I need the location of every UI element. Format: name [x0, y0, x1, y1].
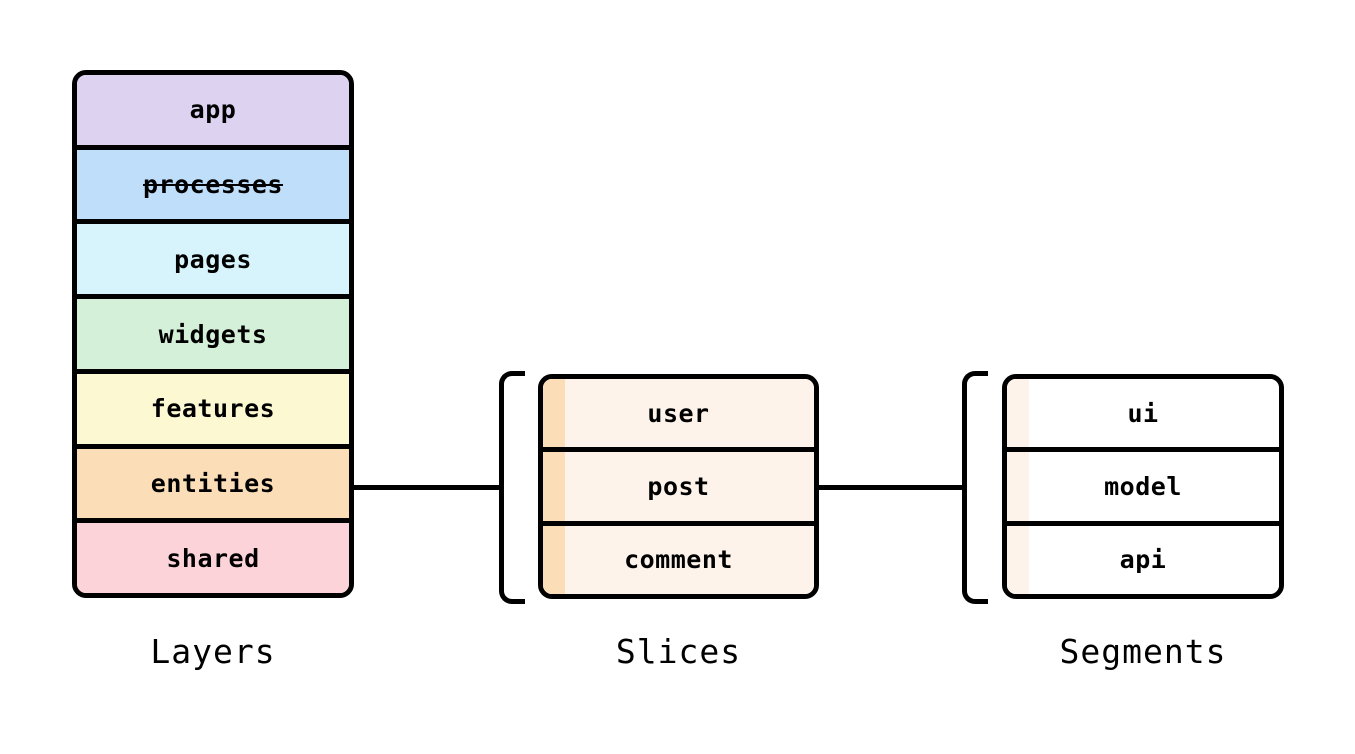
- layer-row-entities[interactable]: entities: [77, 448, 349, 524]
- segment-row-ui[interactable]: ui: [1007, 379, 1279, 453]
- slice-label-post: post: [647, 471, 710, 501]
- slices-stack: user post comment: [538, 374, 819, 599]
- slice-row-user[interactable]: user: [543, 379, 814, 453]
- layer-label-shared: shared: [166, 543, 260, 573]
- segment-row-model[interactable]: model: [1007, 452, 1279, 526]
- slice-stripe-user: [543, 379, 565, 448]
- layer-row-processes[interactable]: processes: [77, 149, 349, 225]
- slice-row-post[interactable]: post: [543, 452, 814, 526]
- layer-label-app: app: [189, 95, 237, 125]
- segments-stack: ui model api: [1002, 374, 1284, 599]
- layer-row-widgets[interactable]: widgets: [77, 299, 349, 374]
- caption-segments: Segments: [1059, 632, 1227, 671]
- caption-layers: Layers: [150, 632, 276, 671]
- segment-label-ui: ui: [1127, 398, 1159, 428]
- layer-label-processes: processes: [143, 170, 283, 200]
- connector-layers-to-slices: [352, 485, 502, 490]
- segment-stripe-ui: [1007, 379, 1029, 448]
- segment-label-api: api: [1119, 545, 1167, 575]
- slice-label-user: user: [647, 398, 710, 428]
- layer-label-widgets: widgets: [158, 319, 268, 349]
- layer-row-features[interactable]: features: [77, 373, 349, 449]
- slice-stripe-post: [543, 452, 565, 521]
- slice-label-comment: comment: [624, 545, 733, 575]
- layer-label-pages: pages: [174, 244, 252, 274]
- segment-label-model: model: [1104, 471, 1182, 501]
- layer-row-shared[interactable]: shared: [77, 523, 349, 593]
- layer-label-features: features: [150, 394, 276, 424]
- layer-label-entities: entities: [150, 468, 276, 498]
- layer-row-app[interactable]: app: [77, 75, 349, 150]
- segment-row-api[interactable]: api: [1007, 525, 1279, 594]
- segment-stripe-api: [1007, 525, 1029, 594]
- segments-bracket: [962, 371, 988, 604]
- caption-slices: Slices: [615, 632, 742, 671]
- slice-row-comment[interactable]: comment: [543, 525, 814, 594]
- slices-bracket: [499, 371, 525, 604]
- layer-row-pages[interactable]: pages: [77, 224, 349, 300]
- slice-stripe-comment: [543, 525, 565, 594]
- layers-stack: app processes pages widgets features ent…: [72, 70, 354, 598]
- connector-slices-to-segments: [816, 485, 966, 490]
- segment-stripe-model: [1007, 452, 1029, 521]
